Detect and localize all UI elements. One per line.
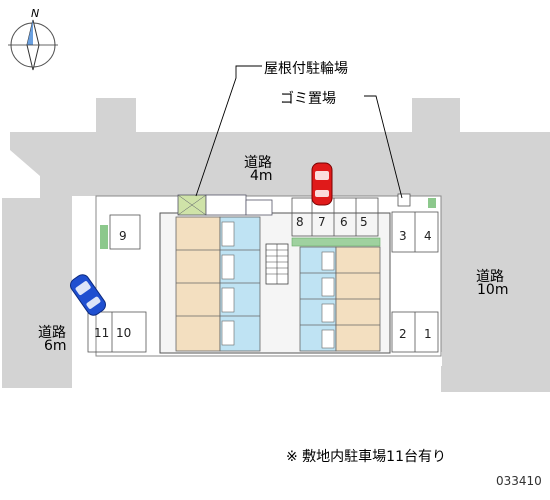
parking-space-10: 10 <box>116 326 131 340</box>
parking-space-5: 5 <box>360 215 368 229</box>
garbage-label: ゴミ置場 <box>280 91 336 107</box>
parking-space-7: 7 <box>318 215 326 229</box>
parking-space-1: 1 <box>424 327 432 341</box>
compass-icon: N <box>8 7 58 71</box>
bike-parking-area <box>177 194 273 216</box>
parking-space-4: 4 <box>424 229 432 243</box>
road-right-name: 道路 <box>476 269 504 285</box>
hedge-right-building <box>291 237 381 247</box>
bike-parking-leader <box>195 65 262 197</box>
stairs <box>265 243 289 285</box>
car-blue-icon <box>70 274 106 316</box>
compass-north-label: N <box>31 7 39 20</box>
parking-space-3: 3 <box>399 229 407 243</box>
parking-note: ※ 敷地内駐車場11台有り <box>286 449 446 465</box>
bike-parking-label: 屋根付駐輪場 <box>264 61 348 77</box>
road-top-width: 4m <box>250 168 273 184</box>
road-right-width: 10m <box>477 282 509 298</box>
building-right <box>299 246 381 352</box>
road-top-name: 道路 <box>244 155 272 171</box>
road-left-width: 6m <box>44 338 67 354</box>
parking-space-6: 6 <box>340 215 348 229</box>
garbage-area <box>397 193 411 207</box>
parking-space-8: 8 <box>296 215 304 229</box>
garbage-leader <box>364 95 403 199</box>
parking-numbers: 9 11 10 8 7 6 5 3 4 2 1 <box>94 215 432 341</box>
car-red-icon <box>311 162 333 206</box>
property-code: 033410 <box>496 474 542 488</box>
road-left-name: 道路 <box>38 325 66 341</box>
building-left <box>175 216 261 352</box>
hedge-left <box>100 225 108 249</box>
parking-space-2: 2 <box>399 327 407 341</box>
parking-lines <box>87 197 439 353</box>
parking-space-9: 9 <box>119 229 127 243</box>
parking-space-11: 11 <box>94 326 109 340</box>
hedge-top-right <box>428 198 436 208</box>
road-area <box>2 98 550 392</box>
